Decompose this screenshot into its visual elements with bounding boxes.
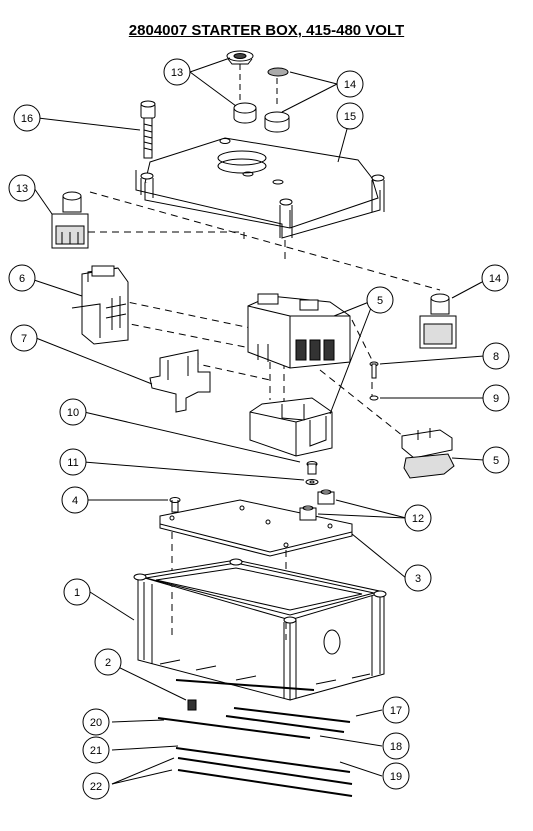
callout-14-right: 14 [489, 273, 501, 285]
small-block-part [187, 699, 197, 711]
callout-2: 2 [105, 657, 111, 669]
coil-part [249, 397, 333, 457]
callout-13-top: 13 [171, 67, 183, 79]
small-hardware [305, 361, 379, 485]
callout-13-left: 13 [16, 183, 28, 195]
callout-12: 12 [412, 513, 424, 525]
callout-20: 20 [90, 717, 102, 729]
mounting-plate-part [159, 499, 353, 557]
diagram-title: 2804007 STARTER BOX, 415-480 VOLT [128, 22, 405, 39]
top-operator-parts [226, 50, 290, 133]
callout-18: 18 [390, 741, 402, 753]
callout-5-top: 5 [377, 295, 383, 307]
pushbutton-part [51, 191, 89, 249]
callout-22: 22 [90, 781, 102, 793]
callout-3: 3 [415, 573, 421, 585]
mount-screw-part [169, 497, 181, 513]
overload-relay-part [71, 265, 129, 345]
callout-19: 19 [390, 771, 402, 783]
callout-7: 7 [21, 333, 27, 345]
auxiliary-block-part [149, 349, 211, 413]
callout-14-top: 14 [344, 79, 356, 91]
cover-part [135, 137, 385, 239]
callout-16: 16 [21, 113, 33, 125]
rod-parts [157, 679, 353, 797]
callout-10: 10 [67, 407, 79, 419]
callout-17: 17 [390, 705, 402, 717]
callout-circles [8, 58, 510, 800]
callout-6: 6 [19, 273, 25, 285]
contactor-part [247, 293, 351, 369]
leader-lines [27, 57, 485, 785]
callout-9: 9 [493, 393, 499, 405]
cover-screw-part [140, 100, 156, 159]
callout-11: 11 [67, 457, 78, 469]
callout-5-right: 5 [493, 455, 499, 467]
enclosure-part [133, 558, 387, 701]
callout-15: 15 [344, 111, 356, 123]
ground-lug-part [299, 489, 335, 521]
callout-1: 1 [74, 587, 80, 599]
bracket-part [401, 428, 455, 479]
callout-4: 4 [72, 495, 78, 507]
callout-21: 21 [90, 745, 102, 757]
callout-8: 8 [493, 351, 499, 363]
pushbutton-right-part [419, 293, 457, 349]
